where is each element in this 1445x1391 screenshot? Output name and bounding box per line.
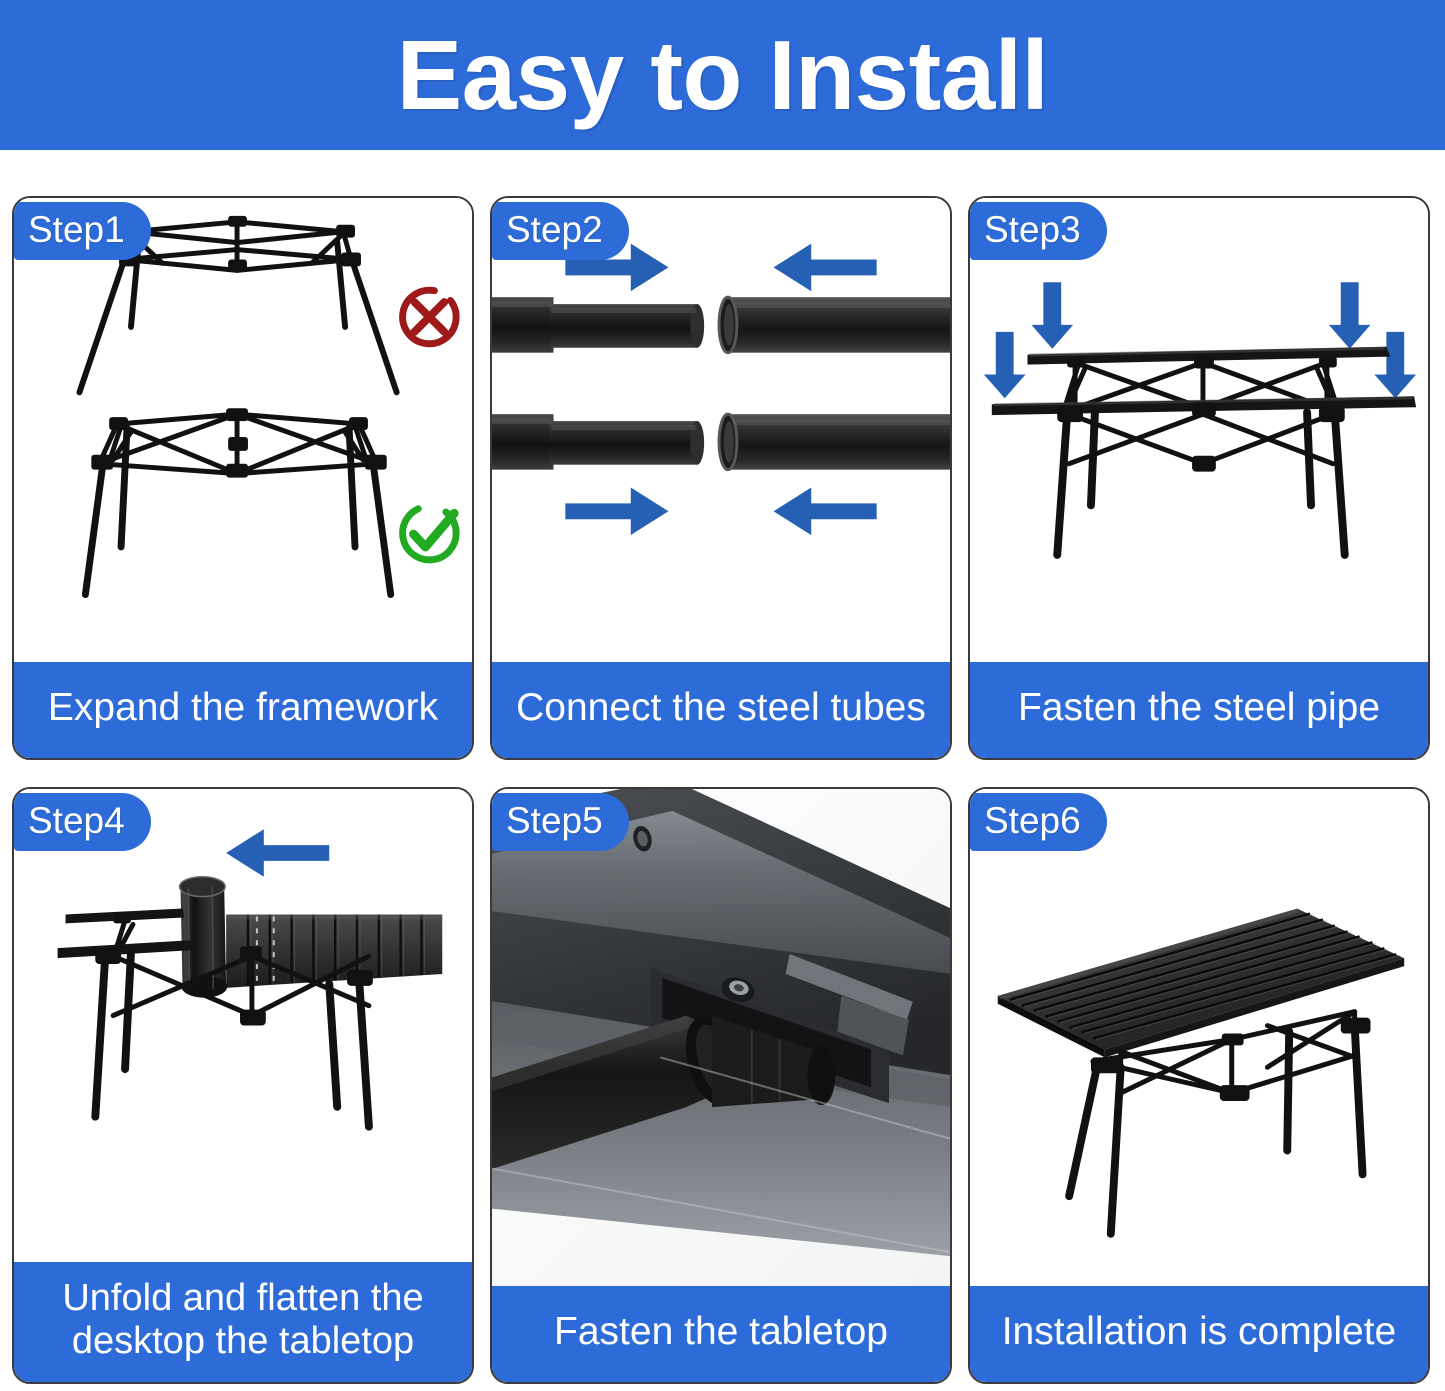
step-card-2: Step2 Connect the steel tubes [490,196,952,760]
arrow-down-upper-left [1031,282,1074,349]
step-caption-3: Fasten the steel pipe [970,662,1428,758]
arrow-right-bottom [565,487,669,536]
step-4-illustration: Step4 [14,789,472,1262]
check-mark-group [399,502,460,564]
steps-grid: Step1 Expand the framework [12,196,1433,1384]
assembled-table-diagram [997,908,1405,1238]
step-card-5: Step5 Fasten the tabletop [490,787,952,1384]
step-card-4: Step4 Unfold and flatten the desktop the… [12,787,474,1384]
step-caption-6-text: Installation is complete [1001,1309,1397,1353]
tabletop-surface [997,908,1405,1058]
tabletop-fastening-closeup-photo [492,789,950,1286]
step-caption-6: Installation is complete [970,1286,1428,1382]
step-3-illustration: Step3 [970,198,1428,662]
step-5-illustration: Step5 [492,789,950,1286]
arrow-down-lower-right [1374,331,1417,399]
step-caption-4: Unfold and flatten the desktop the table… [14,1262,472,1382]
step-caption-1: Expand the framework [14,662,472,758]
step-badge-5: Step5 [492,793,629,851]
fasten-rails-diagram [983,282,1417,559]
page-title: Easy to Install [396,20,1049,130]
step-1-illustration: Step1 [14,198,472,662]
step-caption-1-text: Expand the framework [47,685,439,729]
step-badge-3: Step3 [970,202,1107,260]
arrow-left-bottom [773,487,877,536]
step-caption-2-text: Connect the steel tubes [516,685,926,729]
step-caption-2: Connect the steel tubes [492,662,950,758]
step-badge-2: Step2 [492,202,629,260]
step-card-1: Step1 Expand the framework [12,196,474,760]
step-badge-4: Step4 [14,793,151,851]
step-card-3: Step3 Fasten the steel pipe [968,196,1430,760]
cross-mark-group [399,286,460,348]
arrow-left-top [773,243,877,292]
tube-pair-bottom [492,412,950,472]
step-2-illustration: Step2 [492,198,950,662]
frame-expand-diagram [76,215,460,599]
arrow-right-top [565,243,669,292]
upper-side-rail [1027,346,1391,365]
arrow-down-upper-right [1328,282,1371,349]
step-6-illustration: Step6 [970,789,1428,1286]
step-caption-5-text: Fasten the tabletop [554,1309,888,1353]
tube-pair-top [492,295,950,355]
step-badge-1: Step1 [14,202,151,260]
tube-connection-diagram [492,243,950,536]
unroll-tabletop-diagram [57,829,443,1131]
step-caption-3-text: Fasten the steel pipe [1017,685,1381,729]
arrow-left-unroll [226,829,330,877]
step-caption-5: Fasten the tabletop [492,1286,950,1382]
step-card-6: Step6 Installation is complete [968,787,1430,1384]
step-caption-4-text: Unfold and flatten the desktop the table… [62,1276,424,1362]
step-badge-6: Step6 [970,793,1107,851]
steel-crossbar [492,1015,836,1169]
header-banner: Easy to Install [0,0,1445,150]
arrow-down-lower-left [983,331,1026,399]
